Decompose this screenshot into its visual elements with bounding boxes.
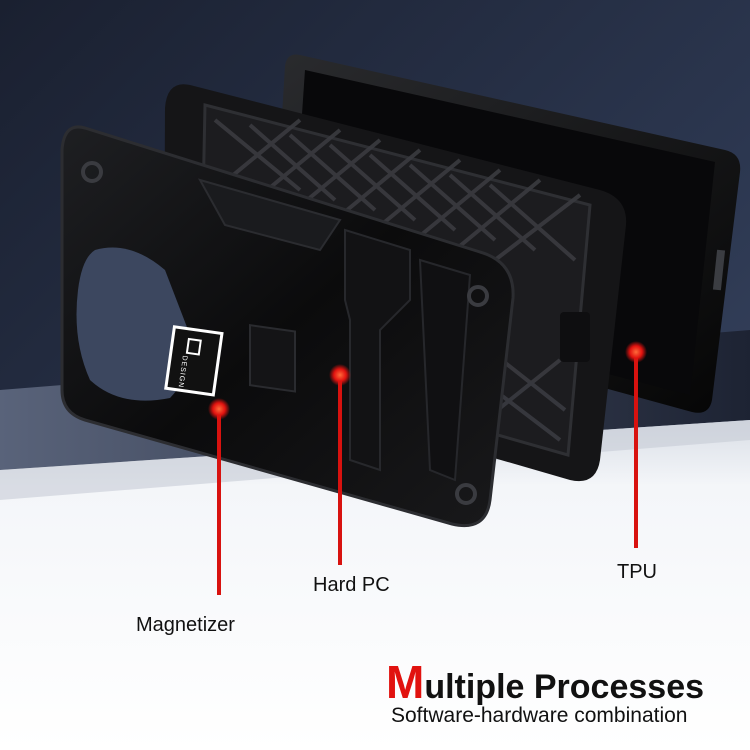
floor — [0, 420, 750, 750]
headline-rest: ultiple Processes — [424, 668, 705, 706]
magnetizer-dot — [208, 398, 230, 420]
tpu-label: TPU — [617, 561, 657, 583]
hard-pc-dot — [329, 364, 351, 386]
brand-badge — [164, 325, 224, 397]
tpu-dot — [625, 341, 647, 363]
hard-pc-case — [60, 125, 515, 527]
hard-pc-label: Hard PC — [313, 574, 390, 596]
pointer-lines — [217, 352, 638, 595]
magnetizer-label: Magnetizer — [136, 614, 235, 636]
headline-first-letter: M — [386, 656, 425, 708]
headline-subtitle: Software-hardware combination — [391, 704, 688, 727]
headline: Multiple Processes — [386, 655, 704, 709]
